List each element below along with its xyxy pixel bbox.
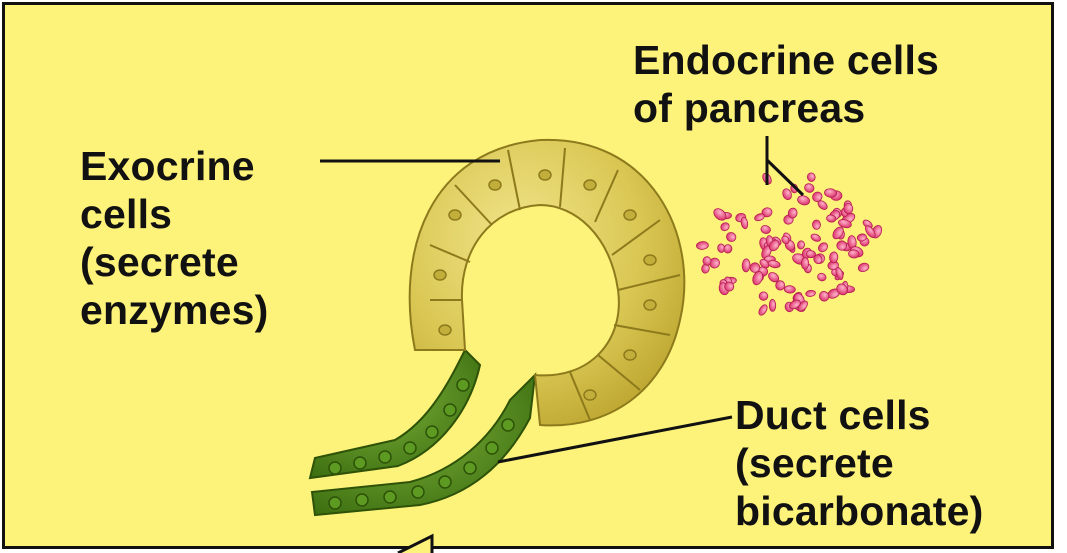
endocrine-cell [810, 233, 822, 243]
endocrine-cell [857, 262, 870, 273]
endocrine-cell [817, 241, 830, 254]
endocrine-cell [837, 241, 847, 251]
duct-cell-nucleus [356, 494, 368, 506]
duct-cell-nucleus [457, 379, 469, 391]
duct-cell-nucleus [444, 404, 456, 416]
endocrine-cell [818, 290, 831, 303]
duct-cell-nucleus [329, 497, 341, 509]
exocrine-label: Exocrine cells (secrete enzymes) [80, 142, 268, 334]
duct-cell-nucleus [426, 426, 438, 438]
duct-label-line-2: (secrete [735, 439, 983, 487]
exocrine-cell-nucleus [584, 180, 596, 190]
endocrine-cell [776, 281, 785, 291]
endocrine-cell [740, 217, 748, 230]
duct-cell-nucleus [464, 462, 476, 474]
duct-cell-nucleus [502, 419, 514, 431]
exocrine-cell-nucleus [449, 210, 461, 220]
callout-pointer [398, 536, 432, 553]
endocrine-cell [797, 194, 811, 206]
endocrine-cell [760, 224, 771, 234]
duct-cell-nucleus [329, 462, 341, 474]
exocrine-cell-nucleus [644, 255, 656, 265]
endocrine-cell [803, 182, 815, 193]
endocrine-cell [712, 206, 729, 222]
endocrine-cell [696, 241, 709, 250]
endocrine-cell [769, 299, 776, 311]
duct-leader-line [498, 417, 732, 462]
duct-cell-nucleus [439, 476, 451, 488]
endocrine-label-line-1: Endocrine cells [633, 36, 939, 84]
endocrine-cell [824, 188, 837, 198]
endocrine-cell [784, 285, 795, 293]
endocrine-cell [723, 244, 733, 254]
duct-tubes [310, 350, 535, 515]
exocrine-label-line-3: (secrete [80, 238, 268, 286]
duct-cell-nucleus [486, 442, 498, 454]
endocrine-cell [805, 290, 816, 297]
exocrine-cell-nucleus [439, 325, 451, 335]
endocrine-cell [829, 252, 838, 264]
endocrine-cell [848, 250, 859, 259]
endocrine-cell [817, 272, 827, 282]
duct-cell-nucleus [354, 457, 366, 469]
endocrine-islet [696, 172, 884, 317]
endocrine-cell [812, 220, 820, 230]
duct-cell-nucleus [412, 486, 424, 498]
endocrine-cell [767, 260, 780, 269]
endocrine-cell [742, 259, 750, 272]
duct-label-line-3: bicarbonate) [735, 487, 983, 535]
exocrine-cell-nucleus [624, 350, 636, 360]
duct-label: Duct cells (secrete bicarbonate) [735, 391, 983, 535]
endocrine-cell [797, 240, 805, 249]
duct-cell-nucleus [379, 451, 391, 463]
exocrine-cell-nucleus [624, 210, 636, 220]
endocrine-cell [807, 172, 816, 182]
endocrine-cell [758, 291, 769, 302]
endocrine-label-line-2: of pancreas [633, 84, 939, 132]
exocrine-cell-nucleus [644, 300, 656, 310]
endocrine-label: Endocrine cells of pancreas [633, 36, 939, 132]
exocrine-cell-nucleus [489, 180, 501, 190]
duct-cell-nucleus [384, 491, 396, 503]
duct-cell-nucleus [404, 442, 416, 454]
exocrine-label-line-4: enzymes) [80, 286, 268, 334]
exocrine-cell-nucleus [434, 270, 446, 280]
endocrine-cell [801, 257, 809, 269]
endocrine-cell [757, 303, 769, 316]
exocrine-label-line-2: cells [80, 190, 268, 238]
exocrine-label-line-1: Exocrine [80, 142, 268, 190]
exocrine-cell-nucleus [539, 170, 551, 180]
exocrine-cell-nucleus [584, 390, 596, 400]
endocrine-cell [725, 231, 738, 243]
duct-label-line-1: Duct cells [735, 391, 983, 439]
endocrine-cell [719, 221, 730, 232]
